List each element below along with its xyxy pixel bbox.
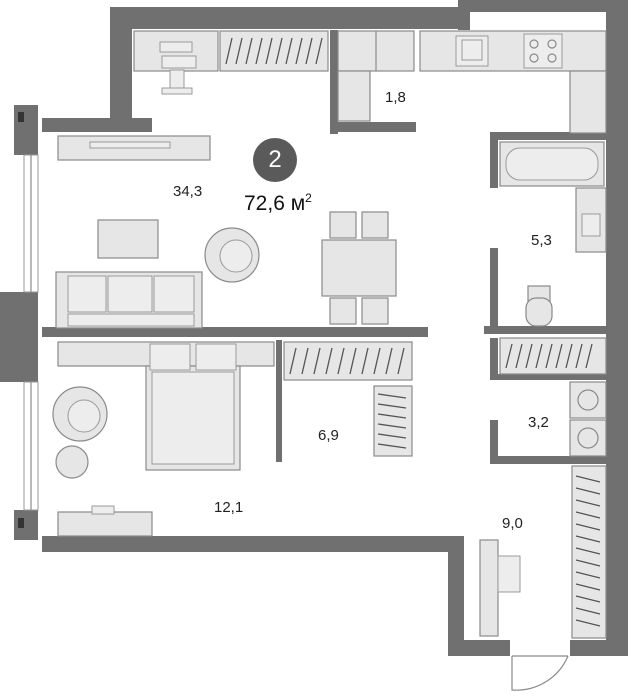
hall-bench: [479, 539, 521, 637]
kitchen-counter: [419, 30, 607, 134]
window-left-upper: [23, 154, 39, 293]
sofa: [55, 271, 203, 329]
walls: [0, 0, 628, 656]
side-table: [55, 445, 89, 479]
total-area-value: 72,6: [244, 192, 285, 215]
dresser: [57, 505, 153, 537]
room-hall-area: 9,0: [502, 515, 523, 532]
wardrobe-kitchen: [219, 30, 329, 72]
room-count-badge: 2: [253, 138, 297, 182]
room-wc-area: 1,8: [385, 89, 406, 106]
total-area-unit: м: [290, 192, 306, 215]
dining-table: [321, 211, 397, 325]
wardrobe-hall: [571, 465, 607, 639]
room-living-area: 34,3: [173, 183, 203, 200]
room-closet-area: 6,9: [318, 427, 339, 444]
bathtub: [499, 141, 605, 187]
tv-console: [57, 135, 211, 161]
desk: [133, 30, 219, 95]
toilet: [525, 285, 553, 327]
wardrobe-laundry: [499, 337, 607, 375]
coffee-table: [97, 219, 159, 259]
room-laundry-area: 3,2: [528, 414, 549, 431]
sink-bathroom: [575, 187, 607, 253]
wardrobe-closet-top: [283, 341, 413, 381]
armchair-bedroom: [52, 386, 108, 442]
washing-machines: [569, 381, 607, 457]
room-bathroom-area: 5,3: [531, 232, 552, 249]
entrance-door: [511, 655, 569, 691]
window-left-lower: [23, 381, 39, 511]
total-area: 72,6 м2: [244, 191, 312, 216]
armchair-living: [204, 227, 260, 283]
wc-cabinets: [337, 30, 415, 122]
bed: [145, 343, 241, 471]
wardrobe-closet-side: [373, 385, 413, 457]
room-bedroom-area: 12,1: [214, 499, 244, 516]
total-area-unit-sup: 2: [305, 191, 312, 205]
